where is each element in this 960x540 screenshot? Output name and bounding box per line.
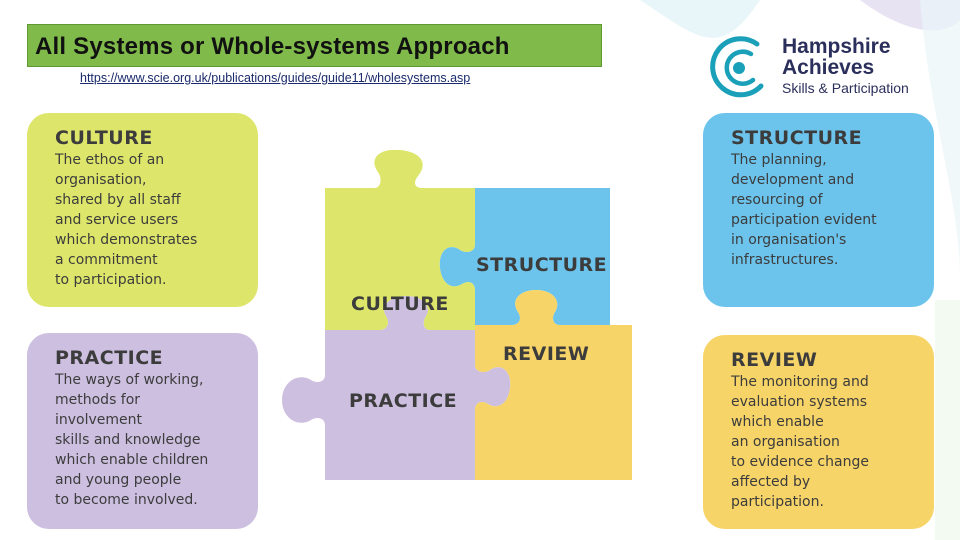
- structure-card-body: The planning, development and resourcing…: [731, 152, 877, 268]
- puzzle-graphic: [282, 150, 632, 480]
- practice-card-body: The ways of working, methods for involve…: [55, 372, 209, 508]
- practice-card: PRACTICE The ways of working, methods fo…: [27, 333, 258, 529]
- logo-name-line2: Achieves: [782, 56, 875, 79]
- page-title: All Systems or Whole-systems Approach: [35, 33, 510, 60]
- puzzle-piece-culture: [325, 150, 475, 330]
- puzzle-piece-structure: [439, 188, 610, 325]
- review-card-body: The monitoring and evaluation systems wh…: [731, 374, 869, 510]
- culture-card-body: The ethos of an organisation, shared by …: [55, 152, 198, 288]
- logo-name-line1: Hampshire: [782, 35, 891, 58]
- hampshire-achieves-logo-icon: [710, 36, 764, 98]
- logo-subtitle: Skills & Participation: [782, 80, 909, 96]
- structure-card-title: STRUCTURE: [731, 127, 863, 149]
- puzzle-piece-practice: [282, 296, 511, 480]
- culture-card: CULTURE The ethos of an organisation, sh…: [27, 113, 258, 307]
- structure-card: STRUCTURE The planning, development and …: [703, 113, 934, 307]
- puzzle-label-culture: CULTURE: [351, 293, 449, 315]
- title-banner: All Systems or Whole-systems Approach: [27, 24, 602, 67]
- culture-card-title: CULTURE: [55, 127, 153, 149]
- source-link[interactable]: https://www.scie.org.uk/publications/gui…: [80, 71, 471, 85]
- logo-name: Hampshire Achieves: [782, 36, 891, 78]
- puzzle-label-structure: STRUCTURE: [476, 254, 608, 276]
- puzzle-piece-review: [475, 290, 632, 480]
- review-card-title: REVIEW: [731, 349, 818, 371]
- practice-card-title: PRACTICE: [55, 347, 164, 369]
- review-card: REVIEW The monitoring and evaluation sys…: [703, 335, 934, 529]
- puzzle-label-practice: PRACTICE: [349, 390, 458, 412]
- puzzle-label-review: REVIEW: [503, 343, 590, 365]
